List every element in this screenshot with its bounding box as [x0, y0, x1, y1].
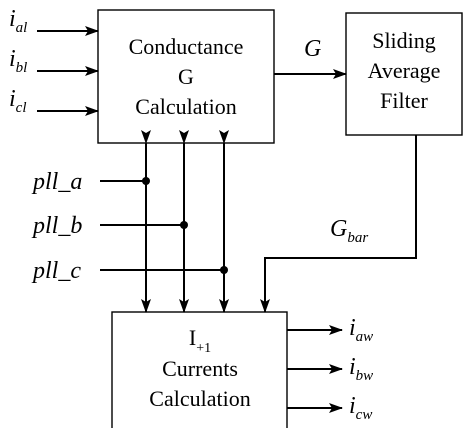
- filter-label-1: Sliding: [372, 28, 436, 53]
- signal-ibw: ibw: [349, 354, 373, 384]
- signal-pll-a: pll_a: [31, 169, 82, 195]
- junction-dot-c: [220, 266, 228, 274]
- signal-pll-c: pll_c: [31, 258, 81, 284]
- signal-ibl: ibl: [9, 46, 27, 76]
- signal-g: G: [304, 36, 321, 62]
- filter-label-2: Average: [368, 58, 441, 83]
- conductance-block: [97, 9, 275, 144]
- currents-calculation-block: [111, 311, 288, 428]
- currents-label-1: I+1: [189, 325, 211, 356]
- arrow-gbar: [260, 135, 417, 313]
- signal-icw: icw: [349, 393, 372, 423]
- filter-label-3: Filter: [380, 88, 428, 113]
- junction-dot-b: [180, 221, 188, 229]
- signal-ial: ial: [9, 6, 27, 36]
- signal-icl: icl: [9, 86, 27, 116]
- conductance-label-2: G: [178, 64, 194, 89]
- currents-label-3: Calculation: [149, 386, 250, 411]
- junction-dot-a: [142, 177, 150, 185]
- conductance-label-1: Conductance: [129, 34, 244, 59]
- sliding-average-filter-block: [345, 12, 463, 136]
- signal-gbar: Gbar: [330, 216, 368, 246]
- conductance-label-3: Calculation: [135, 94, 236, 119]
- currents-label-2: Currents: [162, 356, 238, 381]
- signal-iaw: iaw: [349, 315, 373, 345]
- signal-pll-b: pll_b: [31, 213, 82, 239]
